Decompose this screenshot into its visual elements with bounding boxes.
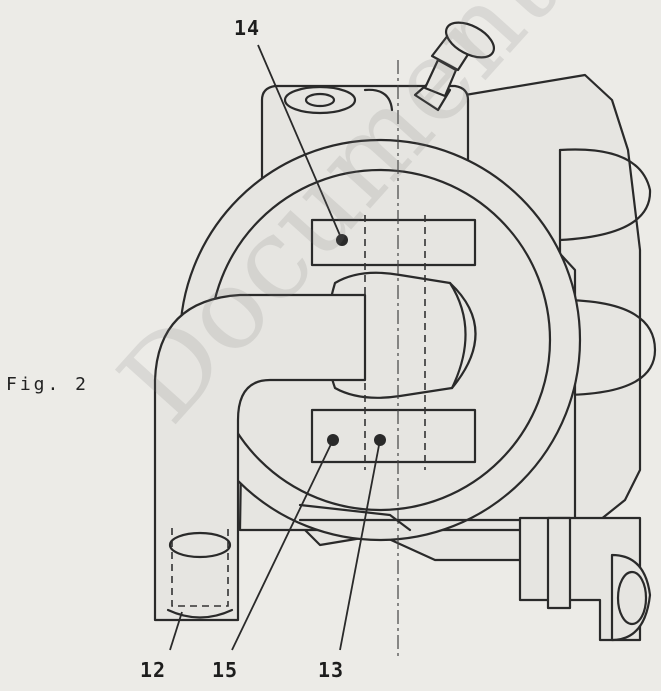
- callout-12: 12: [140, 658, 167, 682]
- lower-ledge-lip: [298, 503, 412, 532]
- leader-12: [169, 611, 183, 651]
- leader-13: [339, 439, 381, 651]
- bottom-right-bracket: [546, 516, 572, 610]
- callout-14: 14: [234, 16, 261, 40]
- bottom-right-slot: [616, 570, 648, 626]
- lever-end-rim: [166, 608, 234, 619]
- upper-cylinder-boss: [283, 85, 357, 115]
- upper-cylinder-bore: [304, 92, 336, 108]
- callout-15: 15: [212, 658, 239, 682]
- bottom-clamp-block: [310, 408, 477, 464]
- grease-nipple: [413, 21, 495, 112]
- lever-end-cap: [168, 531, 232, 559]
- leader-15: [231, 439, 334, 651]
- right-tube-top: [558, 148, 652, 242]
- lever-hidden-bore: [171, 528, 229, 607]
- leader-14: [257, 44, 343, 241]
- lever-arm: [153, 293, 367, 622]
- hub-arc: [448, 281, 477, 390]
- callout-13: 13: [318, 658, 345, 682]
- top-clamp-block: [310, 218, 477, 267]
- figure-caption: Fig. 2: [6, 374, 90, 395]
- right-tube-mid: [558, 298, 657, 397]
- upper-cylinder-shoulder: [363, 88, 394, 112]
